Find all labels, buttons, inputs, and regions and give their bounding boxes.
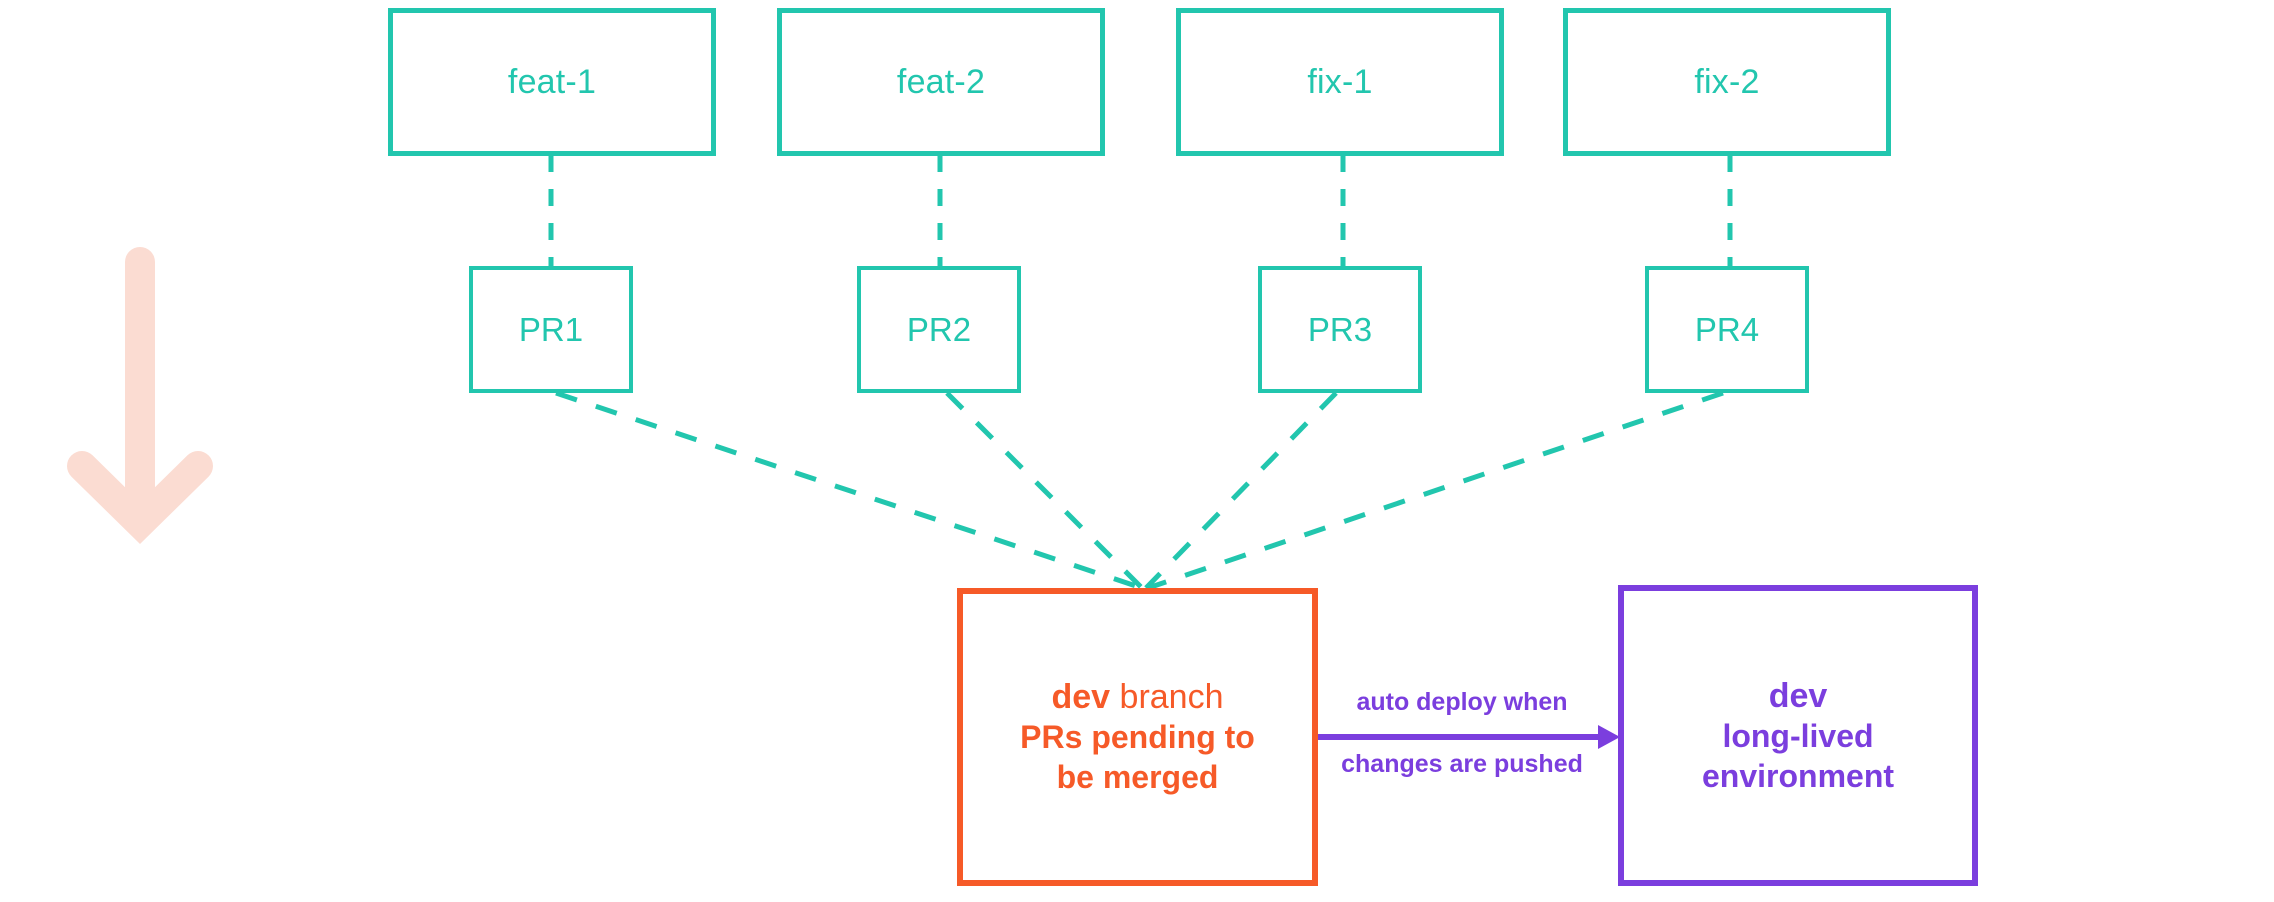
branch-box-fix-1[interactable]: fix-1 [1176, 8, 1504, 156]
dev-branch-title: dev branch [1052, 676, 1224, 718]
pr-box-pr3[interactable]: PR3 [1258, 266, 1422, 393]
connector-pr4-dev [1147, 390, 1724, 591]
dev-environment-title: dev [1769, 675, 1828, 717]
dev-branch-title-strong: dev [1051, 678, 1111, 717]
dev-environment-box[interactable]: dev long-lived environment [1618, 585, 1978, 886]
connector-pr2-dev [945, 391, 1144, 590]
pr-label: PR4 [1694, 310, 1760, 348]
connector-pr1-dev [555, 390, 1143, 591]
dev-branch-title-rest: branch [1110, 678, 1224, 717]
branch-box-feat-2[interactable]: feat-2 [777, 8, 1105, 156]
deploy-edge-label-above: auto deploy when [1356, 688, 1568, 716]
dev-branch-box[interactable]: dev branch PRs pending to be merged [957, 588, 1318, 886]
pr-box-pr4[interactable]: PR4 [1645, 266, 1809, 393]
pr-label: PR1 [518, 310, 584, 348]
connector-dev-to-environment [1317, 725, 1620, 749]
dev-environment-subtitle-line-1: long-lived [1722, 717, 1874, 754]
branch-label: feat-2 [896, 62, 986, 101]
dev-branch-subtitle-line-2: be merged [1056, 759, 1219, 796]
down-arrow-icon [67, 247, 213, 545]
branch-label: fix-1 [1307, 62, 1373, 101]
branch-box-fix-2[interactable]: fix-2 [1563, 8, 1891, 156]
pr-label: PR2 [906, 310, 972, 348]
pr-box-pr2[interactable]: PR2 [857, 266, 1021, 393]
pr-box-pr1[interactable]: PR1 [469, 266, 633, 393]
branch-box-feat-1[interactable]: feat-1 [388, 8, 716, 156]
branch-label: fix-2 [1694, 62, 1760, 101]
branch-label: feat-1 [507, 62, 597, 101]
connector-pr3-dev [1144, 391, 1338, 590]
pr-label: PR3 [1307, 310, 1373, 348]
dev-environment-subtitle-line-2: environment [1701, 757, 1895, 794]
deploy-edge-label-below: changes are pushed [1341, 750, 1583, 778]
dev-environment-title-strong: dev [1768, 676, 1828, 715]
dev-branch-subtitle-line-1: PRs pending to [1020, 719, 1255, 756]
